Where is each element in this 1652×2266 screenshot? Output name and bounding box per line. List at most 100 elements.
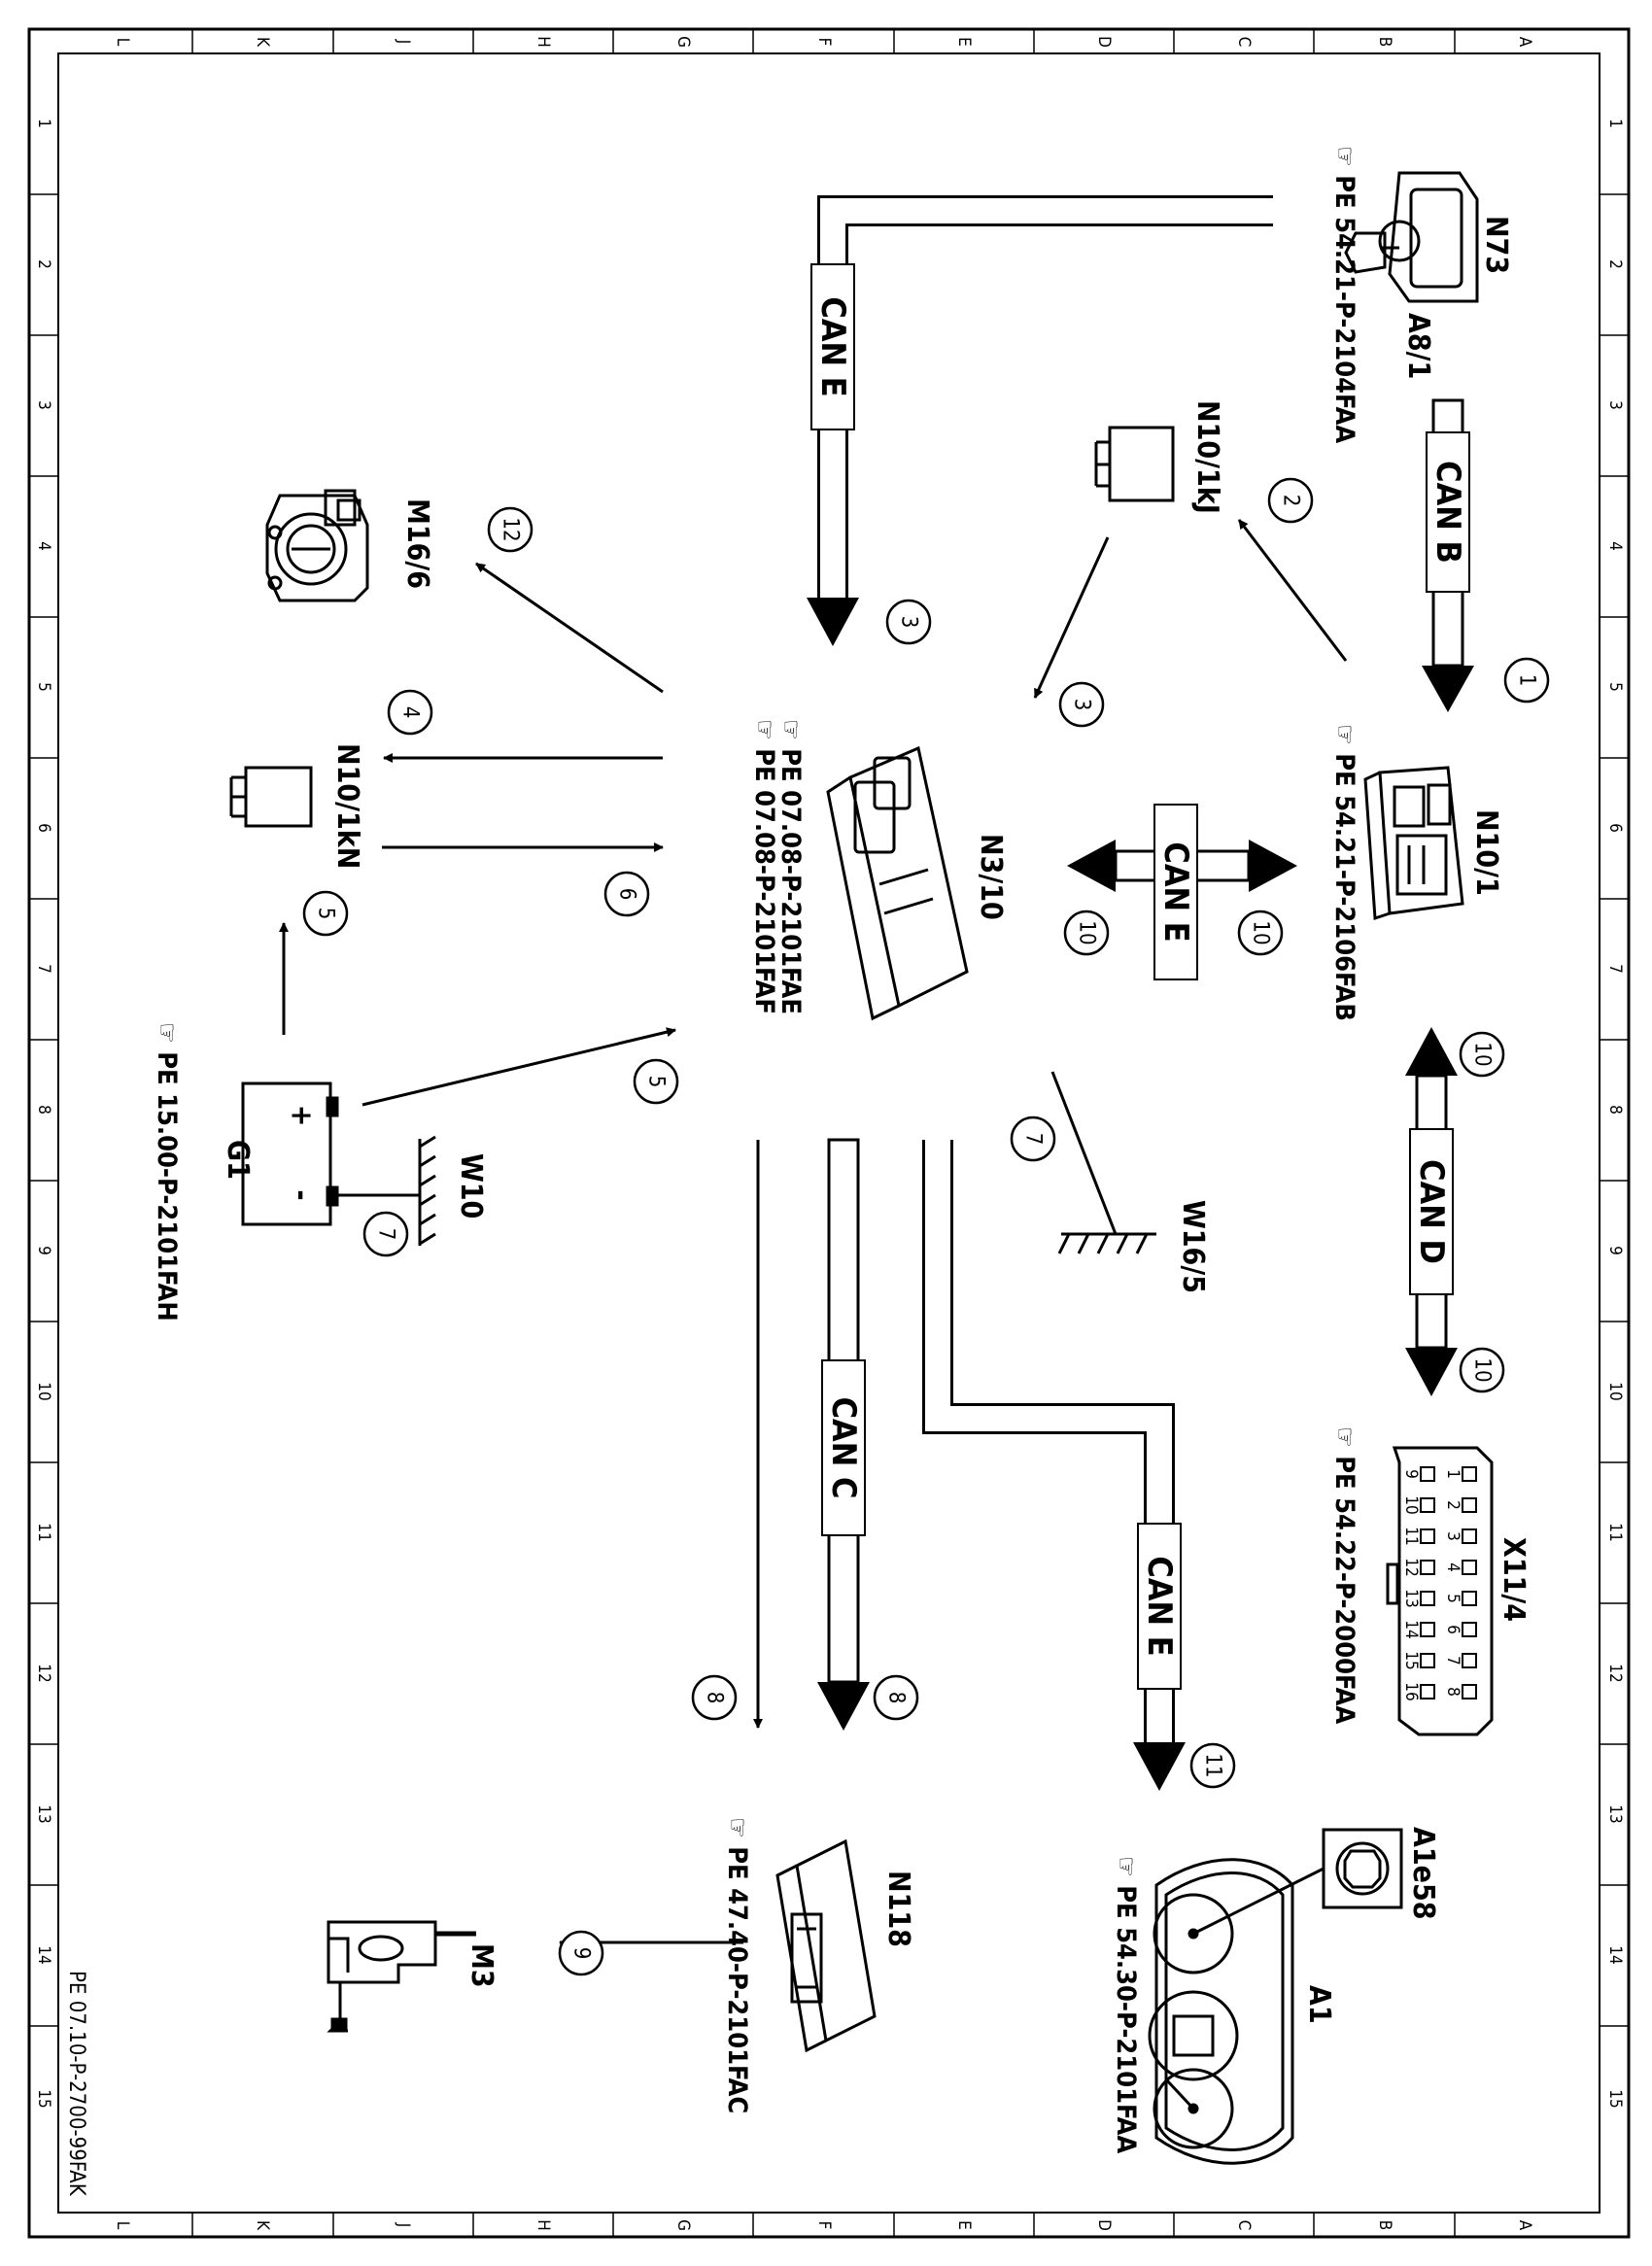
pin-number: 14	[1401, 1620, 1421, 1638]
reference-hand-icon: ☞	[1111, 1856, 1141, 1877]
relay-n10-1kn	[229, 766, 313, 828]
zone-number: 15	[1605, 2089, 1625, 2108]
zone-number: 12	[34, 1664, 53, 1682]
relay-n10-1kj	[1094, 426, 1175, 502]
pin-number: 8	[1443, 1687, 1463, 1697]
x11-4-label: X11/4	[1497, 1537, 1531, 1622]
zone-number: 5	[34, 682, 53, 692]
throttle-actuator-m16-6	[265, 489, 369, 602]
can-c-arrowhead	[817, 1682, 870, 1731]
reference-hand-icon: ☞	[722, 1817, 752, 1838]
pin-number: 10	[1401, 1495, 1421, 1514]
w10-label: W10	[454, 1153, 488, 1219]
step-number-7: 7	[374, 1228, 398, 1241]
zone-letter: B	[1375, 37, 1394, 48]
zone-number: 7	[1605, 964, 1625, 974]
x11-4-reference-text: PE 54.22-P-2000FAA	[1329, 1456, 1359, 1724]
battery-g1	[241, 1082, 339, 1226]
n73-label: N73	[1479, 216, 1513, 274]
zone-letter: K	[253, 2220, 272, 2231]
zone-number: 1	[1605, 119, 1625, 128]
zone-number: 12	[1605, 1664, 1625, 1682]
zone-letters-top: L K J H G F E D C B A	[113, 36, 1534, 48]
can-e-arrowhead-left	[1067, 840, 1116, 892]
pin-number: 12	[1401, 1558, 1421, 1576]
zone-ticks	[29, 29, 1629, 2237]
pin-number: 13	[1401, 1589, 1421, 1607]
pin-number: 9	[1401, 1469, 1421, 1479]
zone-number: 4	[34, 541, 53, 551]
n3-10-reference-2-text: PE 07.08-P-2101FAF	[749, 748, 779, 1014]
zone-letter: F	[814, 2221, 834, 2230]
n3-10-reference-1: ☞ PE 07.08-P-2101FAE	[775, 719, 806, 1014]
step-number-12: 12	[499, 517, 523, 541]
zone-number: 6	[34, 823, 53, 833]
zone-number: 7	[34, 964, 53, 974]
n118-reference-text: PE 47.40-P-2101FAC	[722, 1846, 752, 2113]
ignition-switch-n73	[1344, 171, 1479, 303]
zone-number: 11	[34, 1523, 53, 1541]
zone-number: 9	[1605, 1246, 1625, 1255]
zone-letter: D	[1094, 36, 1114, 48]
pin-number: 4	[1443, 1562, 1463, 1572]
step-number-10: 10	[1470, 1357, 1495, 1382]
step-number-10: 10	[1470, 1042, 1495, 1066]
zone-number: 13	[34, 1804, 53, 1823]
zone-letters-bottom: L K J H G F E D C B A	[113, 2219, 1534, 2231]
engine-control-unit-n3-10	[826, 745, 969, 1021]
zone-letter: J	[394, 39, 413, 45]
pin-number: 5	[1443, 1594, 1463, 1603]
a1e58-label: A1e58	[1406, 1827, 1440, 1920]
can-e-arrowhead-bottom	[1133, 1742, 1186, 1791]
signal-arrow-12	[475, 562, 664, 694]
can-e-arrowhead-top	[807, 598, 859, 646]
a1-reference-text: PE 54.30-P-2101FAA	[1111, 1885, 1141, 2153]
zone-letter: A	[1515, 37, 1534, 48]
can-c-text: CAN C	[824, 1397, 863, 1499]
step-number-5: 5	[314, 908, 338, 920]
zone-number: 15	[34, 2089, 53, 2108]
zone-letter: L	[113, 38, 132, 47]
step-number-6: 6	[615, 888, 639, 901]
n3-10-reference-1-text: PE 07.08-P-2101FAE	[775, 748, 806, 1014]
zone-letter: E	[954, 2220, 974, 2230]
zone-number: 14	[34, 1945, 53, 1964]
n73-reference-text: PE 54.21-P-2104FAA	[1329, 175, 1359, 443]
zone-number: 8	[34, 1105, 53, 1115]
zone-letter: C	[1234, 2220, 1254, 2231]
n10-1kj-label: N10/1kJ	[1190, 400, 1224, 514]
reference-hand-icon: ☞	[152, 1022, 182, 1044]
zone-number: 3	[1605, 400, 1625, 410]
step-number-1: 1	[1515, 674, 1539, 687]
zone-letter: G	[673, 36, 693, 48]
can-d-label: CAN D	[1409, 1128, 1454, 1295]
step-number-8: 8	[884, 1692, 909, 1704]
indicator-lamp-a1e58	[1322, 1828, 1403, 1909]
zone-number: 11	[1605, 1523, 1625, 1541]
zone-letter: H	[533, 2219, 553, 2231]
inner-frame	[57, 52, 1600, 2214]
m3-label: M3	[465, 1943, 499, 1988]
fuel-pump-m3	[327, 1920, 476, 2033]
zone-letter: K	[253, 37, 272, 48]
sam-module-n10-1	[1363, 766, 1464, 921]
signal-arrow-3	[1033, 536, 1110, 699]
can-d-arrowhead-down	[1405, 1348, 1458, 1396]
document-code: PE 07.10-P-2700-99FAK	[64, 1971, 88, 2197]
w16-5-label: W16/5	[1176, 1200, 1210, 1293]
zone-letter: A	[1515, 2220, 1534, 2231]
n10-1-reference: ☞ PE 54.21-P-2106FAB	[1329, 724, 1359, 1021]
step-number-10: 10	[1249, 920, 1273, 944]
can-d-arrowhead-up	[1405, 1027, 1458, 1076]
instrument-cluster-a1	[1148, 1858, 1325, 2165]
zone-numbers-right: 1 2 3 4 5 6 7 8 9 10 11 12 13 14 15	[1605, 119, 1625, 2109]
zone-number: 14	[1605, 1945, 1625, 1964]
zone-letter: G	[673, 2219, 693, 2231]
pin-number: 3	[1443, 1531, 1463, 1541]
x11-4-pin-sockets	[1420, 1466, 1477, 1700]
can-e-label-top: CAN E	[810, 263, 855, 430]
zone-number: 9	[34, 1246, 53, 1255]
fuel-pump-control-unit-n118	[775, 1838, 877, 2053]
g1-label: G1	[221, 1140, 255, 1180]
pin-number: 6	[1443, 1625, 1463, 1634]
